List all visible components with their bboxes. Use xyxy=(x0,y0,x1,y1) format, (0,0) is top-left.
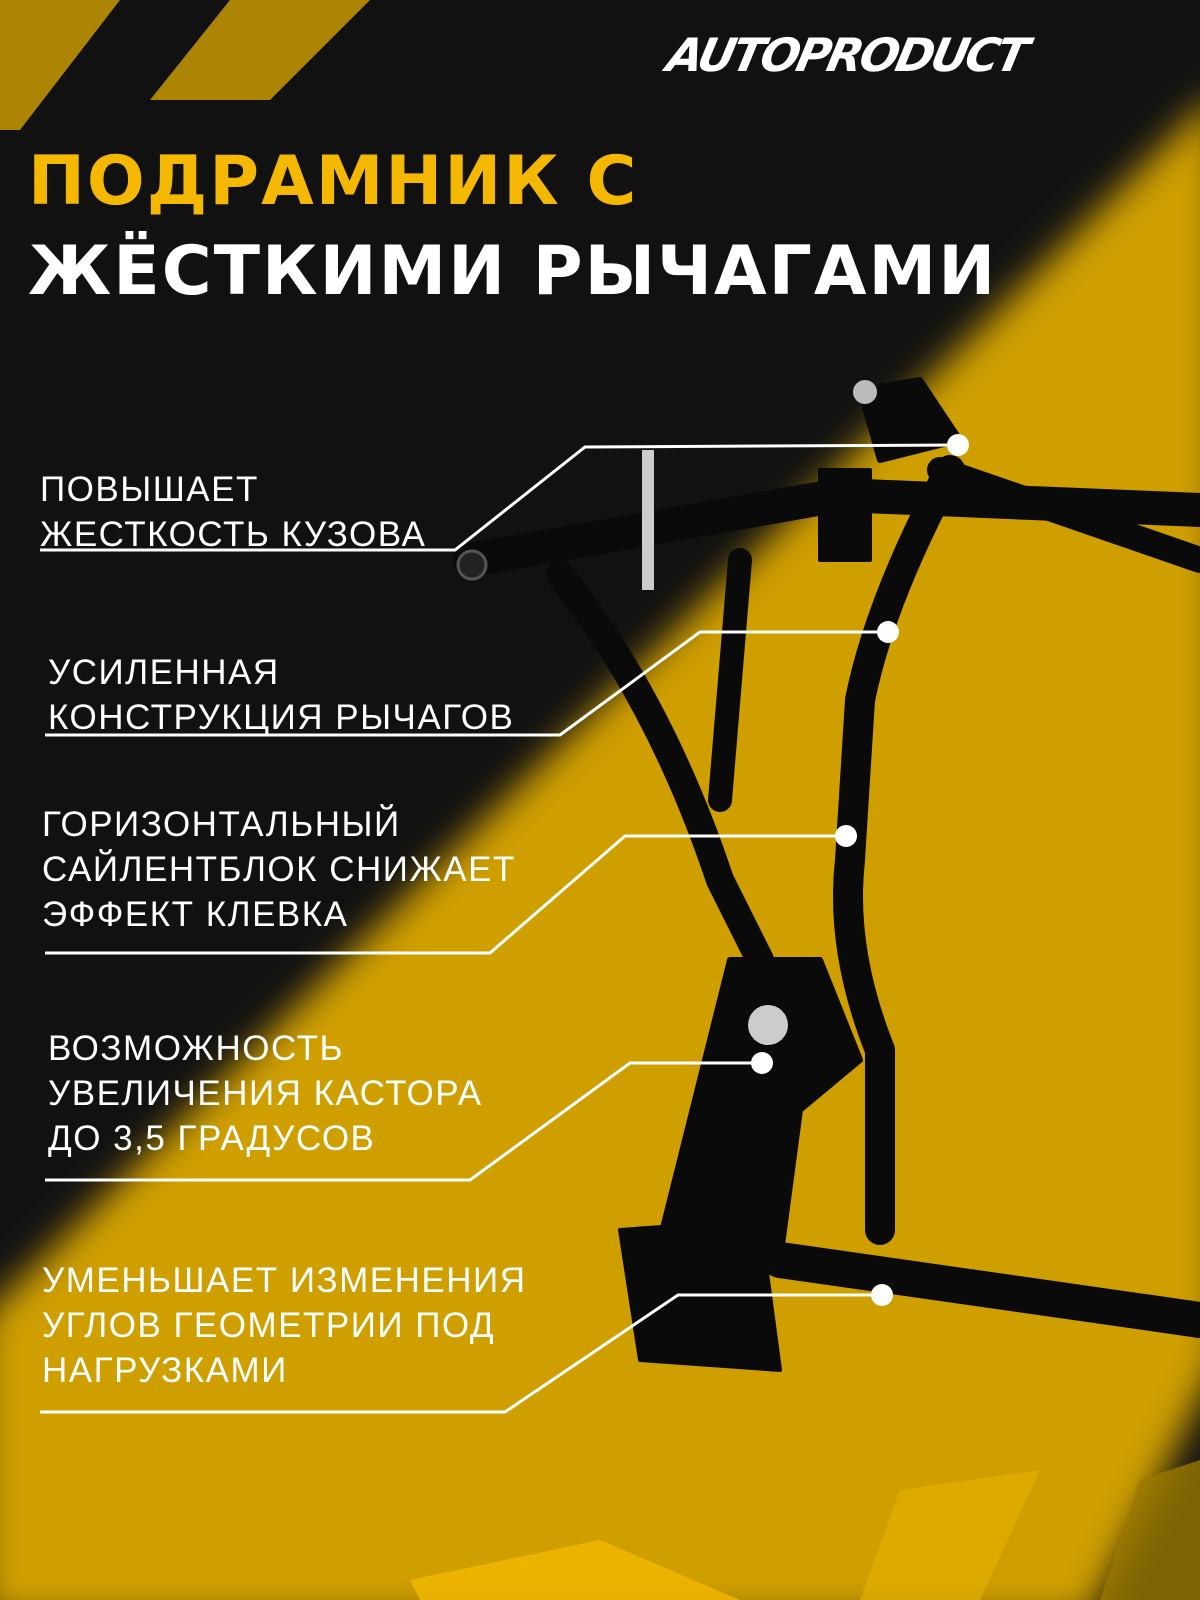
hazard-stripe xyxy=(1100,1460,1200,1600)
feature-1-line: ЖЕСТКОСТЬ КУЗОВА xyxy=(40,515,427,554)
feature-2-line: УСИЛЕННАЯ xyxy=(48,653,280,692)
brand-logo: AUTOPRODUCT xyxy=(662,28,1032,82)
feature-5-line: УМЕНЬШАЕТ ИЗМЕНЕНИЯ xyxy=(42,1261,527,1300)
feature-5-line: УГЛОВ ГЕОМЕТРИИ ПОД xyxy=(42,1306,496,1345)
feature-1-line: ПОВЫШАЕТ xyxy=(40,470,259,509)
feature-4-line: ВОЗМОЖНОСТЬ xyxy=(48,1029,344,1068)
feature-5-line: НАГРУЗКАМИ xyxy=(42,1351,288,1390)
title-line-2: ЖЁСТКИМИ РЫЧАГАМИ xyxy=(28,232,998,311)
feature-3-line: ЭФФЕКТ КЛЕВКА xyxy=(42,895,349,934)
feature-3: ГОРИЗОНТАЛЬНЫЙ САЙЛЕНТБЛОК СНИЖАЕТ ЭФФЕК… xyxy=(42,802,516,937)
feature-2-line: КОНСТРУКЦИЯ РЫЧАГОВ xyxy=(48,698,515,737)
title-line-1: ПОДРАМНИК С xyxy=(28,142,639,221)
feature-5: УМЕНЬШАЕТ ИЗМЕНЕНИЯ УГЛОВ ГЕОМЕТРИИ ПОД … xyxy=(42,1258,526,1393)
feature-3-line: САЙЛЕНТБЛОК СНИЖАЕТ xyxy=(42,850,516,889)
hazard-stripe xyxy=(410,1540,740,1600)
feature-4-line: ДО 3,5 ГРАДУСОВ xyxy=(48,1119,376,1158)
feature-4: ВОЗМОЖНОСТЬ УВЕЛИЧЕНИЯ КАСТОРА ДО 3,5 ГР… xyxy=(48,1026,483,1161)
feature-2: УСИЛЕННАЯ КОНСТРУКЦИЯ РЫЧАГОВ xyxy=(48,650,514,740)
feature-3-line: ГОРИЗОНТАЛЬНЫЙ xyxy=(42,805,401,844)
hazard-stripe xyxy=(860,1470,1040,1600)
feature-4-line: УВЕЛИЧЕНИЯ КАСТОРА xyxy=(48,1074,483,1113)
hazard-stripe xyxy=(0,0,120,130)
feature-1: ПОВЫШАЕТ ЖЕСТКОСТЬ КУЗОВА xyxy=(40,467,426,557)
hazard-stripe xyxy=(150,0,370,100)
